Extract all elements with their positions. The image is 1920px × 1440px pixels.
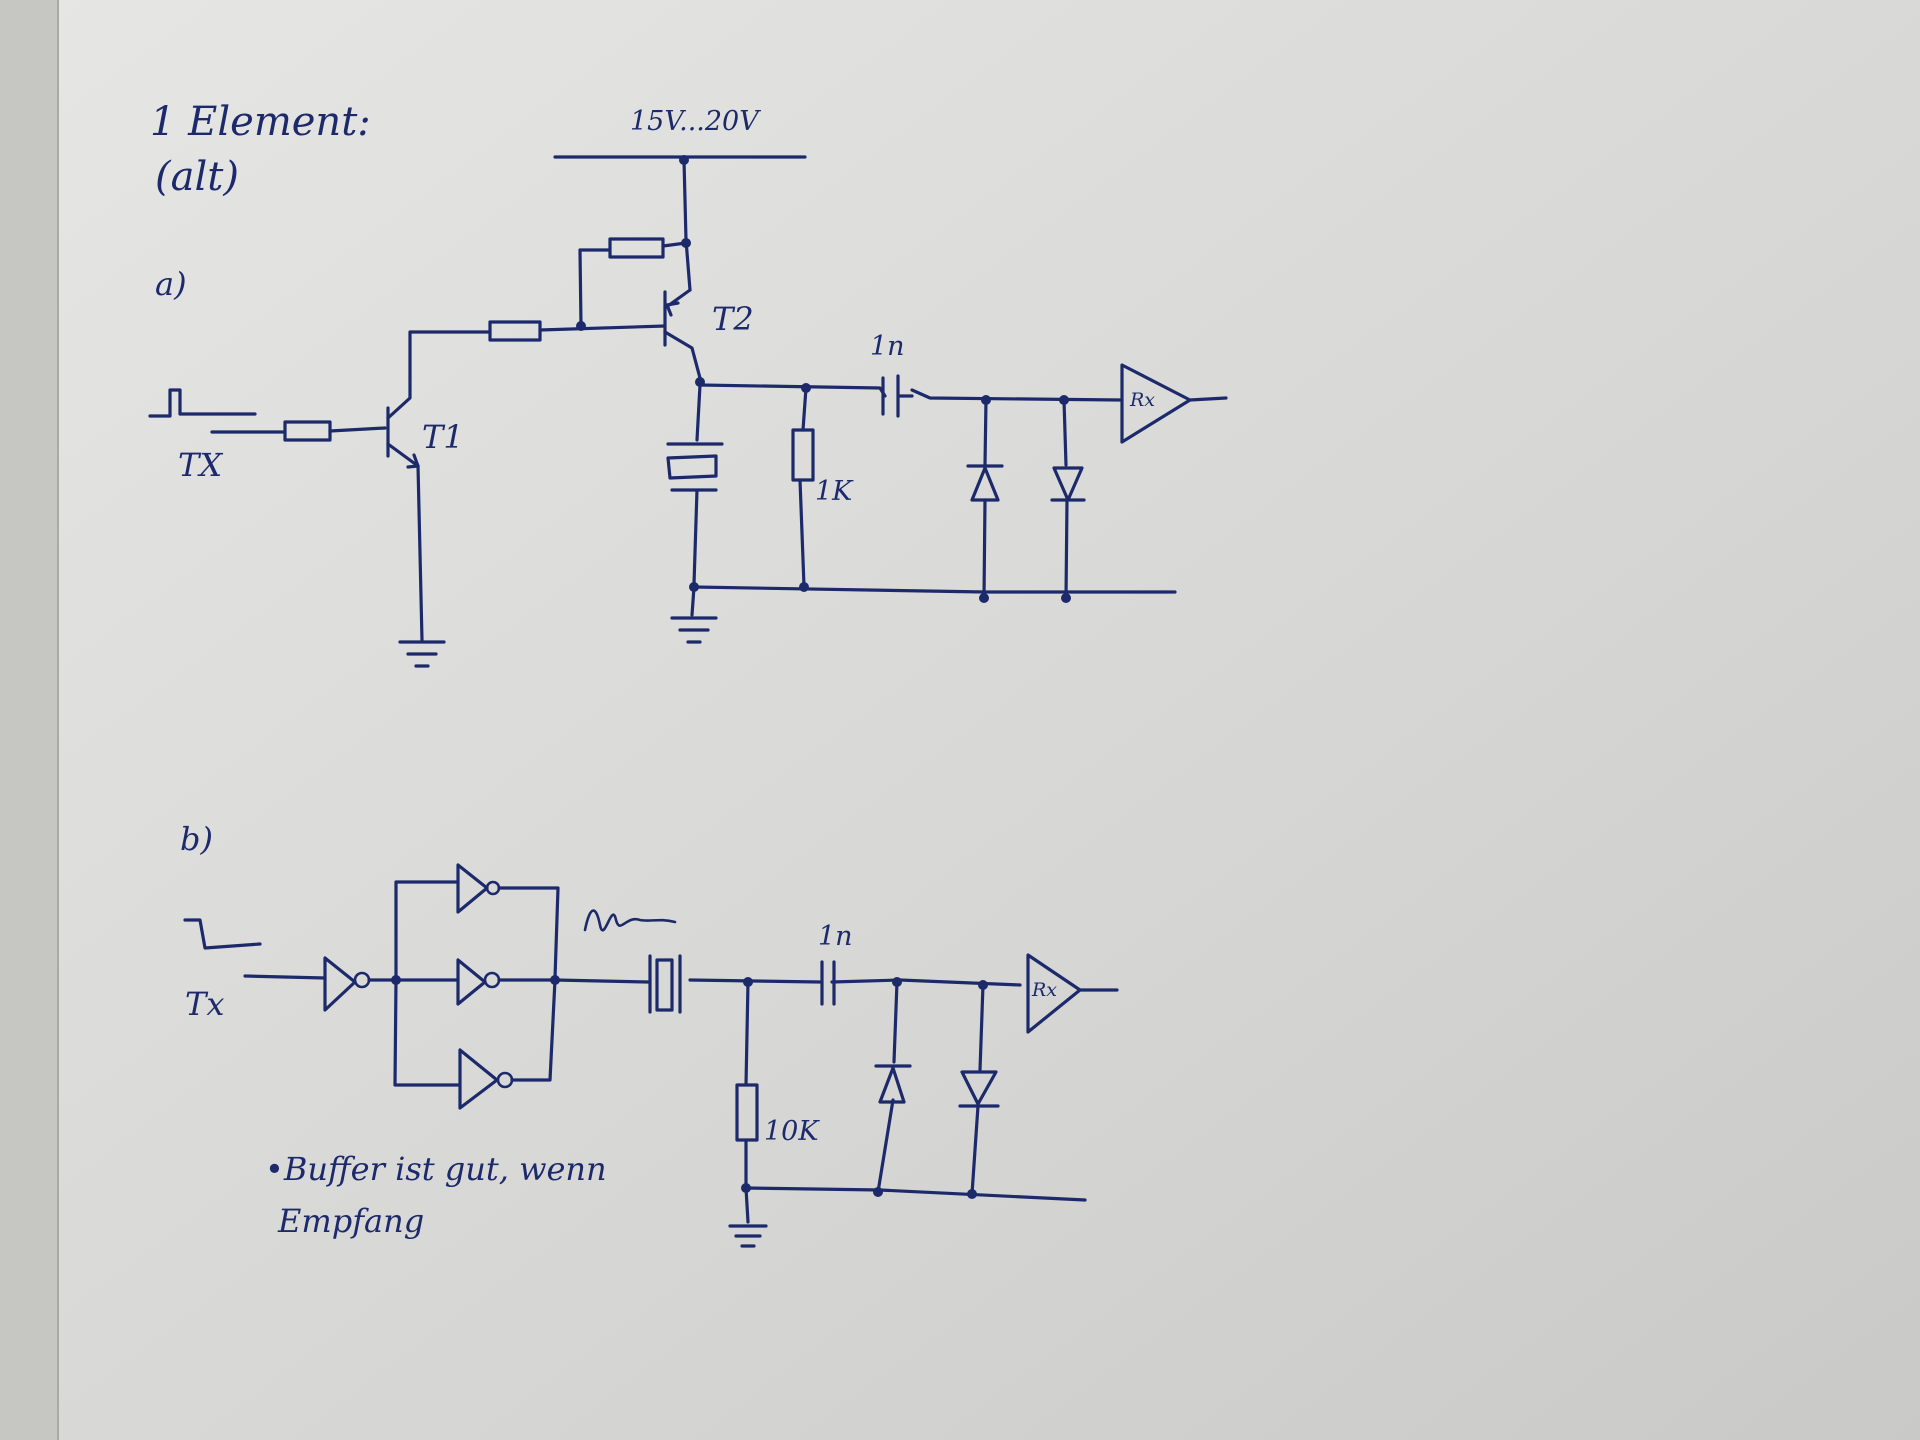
receiver-a-symbol (1120, 363, 1228, 444)
capacitor-1n-b (820, 960, 836, 1006)
ground-wire-b (744, 1186, 750, 1224)
parallel-buffer-2 (456, 958, 487, 1006)
diode4-wire (970, 983, 985, 1196)
capacitor-1n-label: 1n (870, 331, 905, 362)
circuit-b-label: b) (180, 820, 213, 858)
t1-emitter-leg (386, 442, 420, 468)
ink-scribble (583, 909, 677, 932)
diode3-wire (876, 980, 899, 1194)
paper-left-edge (0, 0, 58, 1440)
t2-emitter-arrow (665, 301, 680, 317)
resistor-10k-wire (744, 980, 750, 1190)
buffer-combine-wire (497, 886, 560, 1082)
parallel-buffer-3 (458, 1048, 499, 1110)
tx-input-wire-b (243, 974, 327, 980)
resistor-10k-label: 10K (764, 1116, 820, 1147)
input-buffer (323, 956, 357, 1012)
diode4-junction-bottom (967, 1189, 977, 1199)
t2-label: T2 (712, 300, 754, 338)
receiver-b-symbol (1026, 953, 1119, 1034)
transducer-symbol (666, 442, 724, 586)
note-line-1: •Buffer ist gut, wenn (265, 1150, 607, 1188)
diode4-symbol (958, 1070, 1000, 1108)
diode2-wire (1062, 398, 1069, 600)
circuit-b: b) Tx 1n 10K (180, 820, 1119, 1248)
capacitor-1n (881, 374, 900, 418)
tx-resistor (283, 420, 332, 442)
heading-line-2: (alt) (155, 154, 239, 200)
t1-collector-leg (386, 376, 412, 420)
receiver-a-label: Rx (1129, 389, 1155, 411)
capacitor-output-wire (910, 388, 1122, 402)
ground-symbol-b (728, 1224, 768, 1248)
t1-ground-symbol (398, 640, 446, 668)
parallel-buffer-1 (456, 863, 489, 914)
base-junction (576, 321, 586, 331)
base-resistor (488, 320, 542, 342)
tx-input-label: TX (178, 446, 223, 484)
diode1-wire (982, 398, 988, 600)
tx-pulse-symbol-a (148, 388, 257, 418)
ground-symbol-a (670, 616, 718, 644)
feedback-junction (681, 238, 691, 248)
diode3-junction-bottom (873, 1187, 883, 1197)
ground-rail-a (692, 585, 1177, 594)
t1-label: T1 (422, 418, 464, 456)
buffer-fanout-wire (367, 880, 460, 1087)
receiver-b-label: Rx (1031, 979, 1057, 1001)
diode2-junction-bottom (1061, 593, 1071, 603)
capacitor-1n-b-label: 1n (818, 921, 853, 952)
tx-input-wire (210, 426, 387, 434)
diode3-symbol (874, 1064, 912, 1104)
transducer-b-symbol (648, 954, 682, 1014)
output-junction (695, 377, 705, 387)
resistor-1k (791, 428, 815, 482)
note-line-2: Empfang (277, 1202, 424, 1240)
tx-input-label-b: Tx (185, 985, 224, 1023)
resistor-1k-label: 1K (815, 476, 854, 507)
tx-pulse-symbol-b (183, 918, 262, 950)
t2-base-wire (408, 324, 667, 380)
resistor-10k (735, 1083, 759, 1142)
diode1-junction-bottom (979, 593, 989, 603)
heading-line-1: 1 Element: (150, 99, 371, 145)
feedback-resistor (608, 237, 665, 259)
circuit-a-label: a) (155, 265, 187, 303)
circuit-a: a) 15V...20V T2 TX T1 (148, 106, 1228, 668)
transducer-b-wire (553, 978, 650, 984)
t2-collector-leg (663, 330, 702, 380)
diode2-symbol (1050, 466, 1086, 502)
ground-wire-a (690, 585, 696, 617)
supply-voltage-label: 15V...20V (630, 106, 761, 137)
t1-ground-wire (416, 464, 424, 642)
transducer-wire-top (695, 383, 702, 442)
diode1-symbol (966, 464, 1004, 502)
resistor-1k-wire (798, 386, 808, 588)
